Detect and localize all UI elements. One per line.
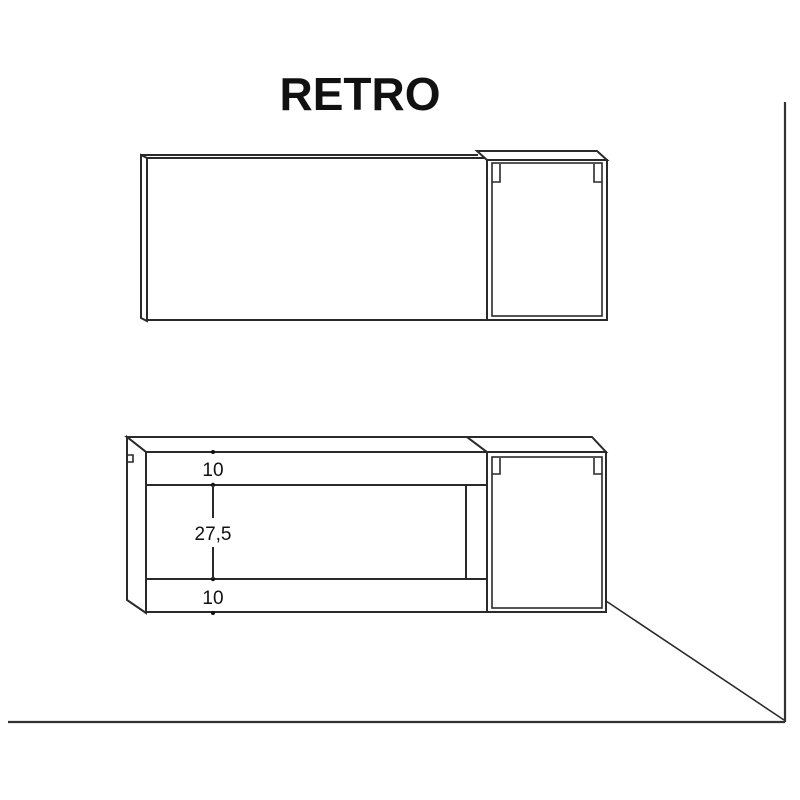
top-side-box-inner	[491, 162, 603, 317]
side-panel-notch	[128, 454, 134, 463]
bottom-cabinet-side-panel	[126, 434, 147, 615]
top-box-bracket-right	[593, 164, 602, 183]
bottom-cabinet-front	[145, 451, 488, 613]
top-box-bracket-left	[492, 164, 501, 183]
top-side-box-outer	[486, 159, 608, 321]
dimension-bottom-panel: 10	[202, 588, 223, 609]
dimension-opening: 27,5	[195, 524, 232, 545]
room-lines	[8, 102, 787, 724]
bottom-box-bracket-left	[492, 458, 501, 475]
bottom-side-box-inner	[491, 456, 603, 609]
bottom-box-top-surface	[464, 436, 609, 453]
product-title: RETRO	[280, 68, 441, 120]
dimension-top-panel: 10	[202, 460, 223, 481]
bottom-cabinet	[124, 434, 609, 615]
bottom-side-box-outer	[486, 451, 607, 613]
top-box-top-edge	[474, 150, 610, 161]
top-cabinet	[140, 150, 610, 323]
dimension-annotations: 10 27,5 10	[195, 450, 232, 615]
dimension-tick	[211, 611, 215, 615]
bottom-box-bracket-right	[593, 458, 602, 475]
top-cabinet-side-edge	[140, 153, 148, 323]
dimension-tick	[211, 450, 215, 454]
top-cabinet-front-panel	[146, 157, 488, 321]
bottom-cabinet-top-surface	[124, 436, 490, 453]
corner-diagonal-line	[605, 600, 785, 721]
